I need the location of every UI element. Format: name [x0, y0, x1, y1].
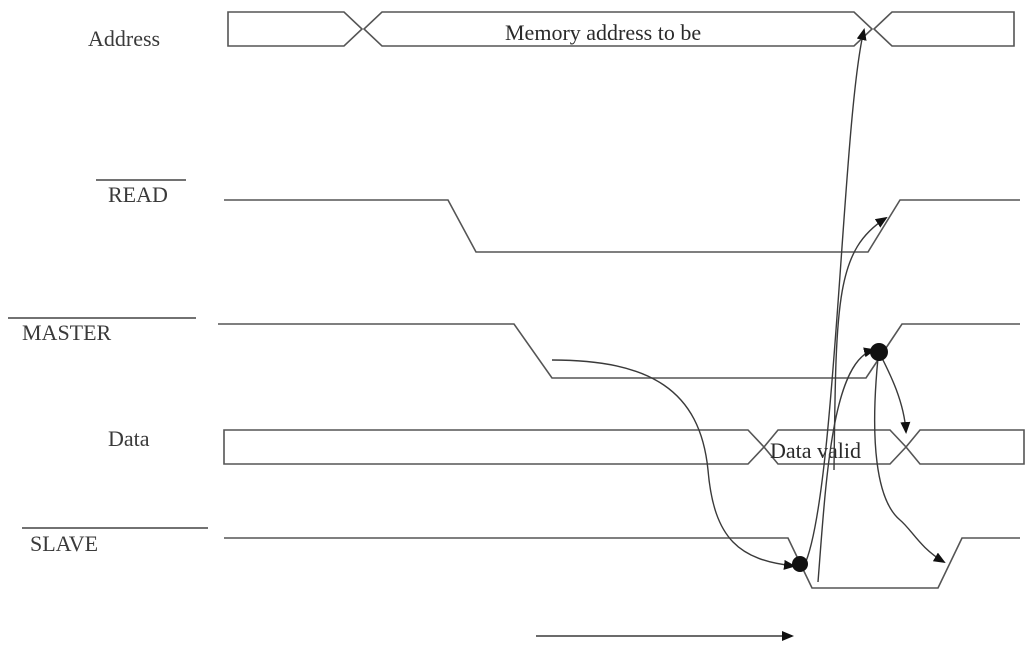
slave-event-dot — [792, 556, 808, 572]
signal-label-slave: SLAVE — [30, 531, 98, 556]
signal-label-read: READ — [108, 182, 168, 207]
master-to-slave-arrow — [551, 359, 796, 570]
address-bus-segment-3 — [872, 11, 1015, 47]
master-waveform — [218, 323, 1020, 379]
read-waveform — [224, 199, 1020, 253]
slave-waveform — [224, 537, 1020, 589]
master-event-dot — [870, 343, 888, 361]
master-to-data-arrow — [879, 353, 911, 434]
signal-label-master: MASTER — [22, 320, 112, 345]
address-bus-segment-2 — [362, 11, 874, 47]
slave-to-master-arrow — [817, 347, 876, 583]
master-to-slave-release-arrow — [873, 357, 946, 564]
data-bus-segment-2 — [762, 429, 908, 465]
slave-to-read-arrow — [833, 216, 888, 471]
signal-label-address: Address — [88, 26, 160, 51]
data-bus-segment-1 — [223, 429, 766, 465]
data-bus-segment-3 — [904, 429, 1025, 465]
address-bus-segment-1 — [227, 11, 364, 47]
signal-label-data: Data — [108, 426, 150, 451]
data-bus-text: Data valid — [770, 438, 861, 463]
address-bus-text: Memory address to be — [505, 20, 701, 45]
slave-to-address-arrow — [803, 28, 867, 567]
